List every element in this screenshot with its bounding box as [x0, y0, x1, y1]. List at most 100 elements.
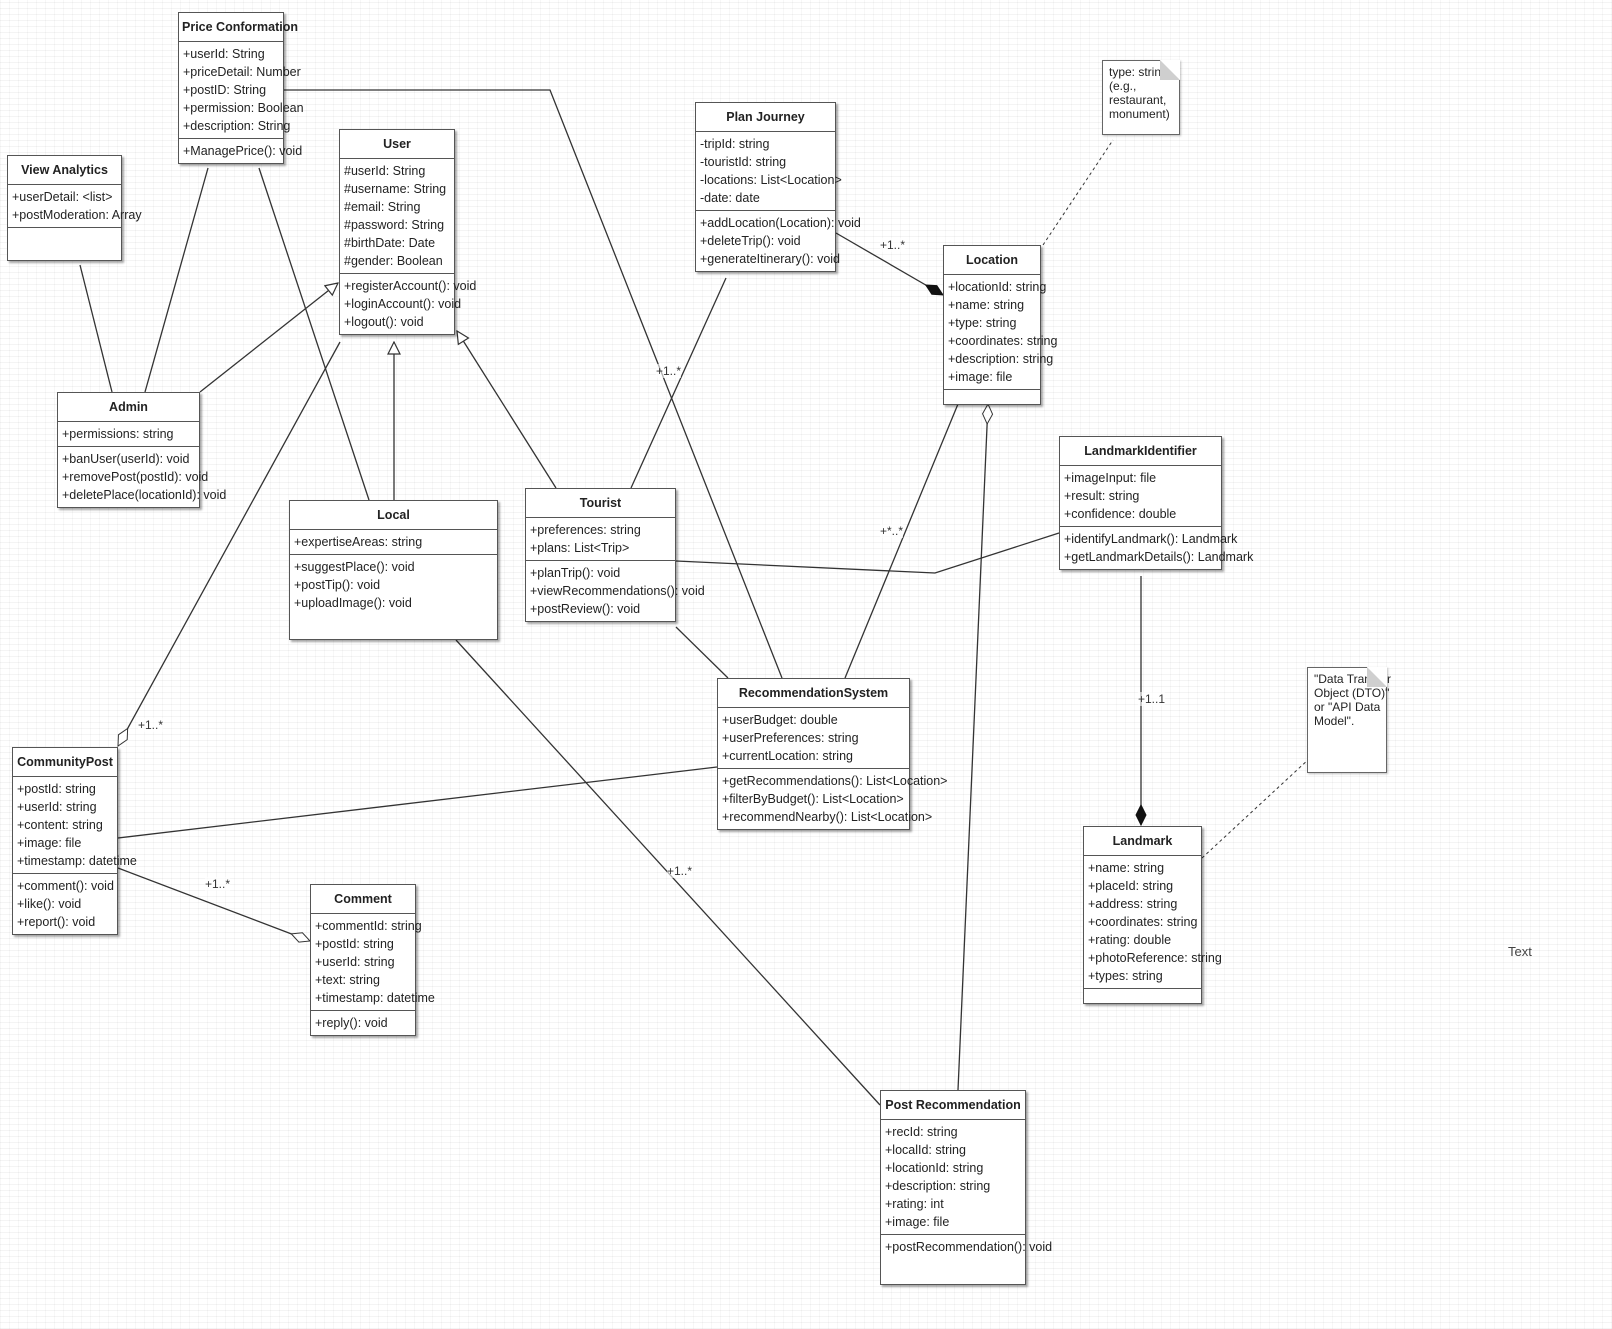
operation: +removePost(postId): void	[62, 470, 209, 484]
class-plan-journey[interactable]: Plan Journey -tripId: string -touristId:…	[695, 102, 861, 272]
attribute: +preferences: string	[530, 523, 641, 537]
class-view-analytics[interactable]: View Analytics +userDetail: <list> +post…	[7, 155, 142, 261]
operation: +deleteTrip(): void	[700, 234, 801, 248]
class-recommendation-system[interactable]: RecommendationSystem +userBudget: double…	[717, 678, 947, 830]
attribute: +postID: String	[183, 83, 267, 97]
multiplicity-local-postrecommendation: +1..*	[667, 864, 693, 878]
association-tourist-recommendationsystem[interactable]	[675, 626, 729, 679]
attribute: +content: string	[17, 818, 103, 832]
association-planjourney-tourist[interactable]	[630, 277, 727, 489]
note-line: Object (DTO)"	[1314, 686, 1390, 700]
aggregation-location-postrecommendation[interactable]	[957, 404, 988, 1091]
operations-section: +comment(): void +like(): void +report()…	[13, 874, 117, 934]
note-line: Model".	[1314, 714, 1355, 728]
attribute: -touristId: string	[700, 155, 787, 169]
class-name: Price Conformation	[179, 13, 298, 42]
attribute: +permissions: string	[62, 427, 174, 441]
class-location[interactable]: Location +locationId: string +name: stri…	[943, 245, 1057, 405]
attribute: +image: file	[948, 370, 1013, 384]
operation: +comment(): void	[17, 879, 114, 893]
class-price-conformation[interactable]: Price Conformation +userId: String +pric…	[178, 12, 304, 164]
operation: +uploadImage(): void	[294, 596, 412, 610]
attribute: +userBudget: double	[722, 713, 838, 727]
class-name: Comment	[311, 885, 415, 914]
note-location-type[interactable]: type: string (e.g., restaurant, monument…	[1102, 60, 1180, 135]
attributes-section: +userDetail: <list> +postModeration: Arr…	[8, 185, 142, 228]
class-local[interactable]: Local +expertiseAreas: string +suggestPl…	[289, 500, 498, 640]
class-name: User	[340, 130, 454, 159]
operation: +postRecommendation(): void	[885, 1240, 1053, 1254]
generalization-tourist-user[interactable]	[457, 331, 557, 489]
note-link-landmark-dtonote[interactable]	[1201, 757, 1311, 859]
attribute: #birthDate: Date	[344, 236, 436, 250]
aggregation-user-communitypost[interactable]	[117, 341, 341, 746]
operation: +planTrip(): void	[530, 566, 621, 580]
aggregation-communitypost-comment[interactable]	[117, 867, 310, 941]
attribute: +confidence: double	[1064, 507, 1177, 521]
operation: +generateItinerary(): void	[700, 252, 841, 266]
class-name: Tourist	[526, 489, 675, 518]
operation: +identifyLandmark(): Landmark	[1064, 532, 1238, 546]
attribute: +userPreferences: string	[722, 731, 859, 745]
operations-section	[8, 228, 121, 260]
class-community-post[interactable]: CommunityPost +postId: string +userId: s…	[12, 747, 137, 935]
class-user[interactable]: User #userId: String #username: String #…	[339, 129, 476, 335]
attribute: +userId: string	[17, 800, 97, 814]
operations-section: +planTrip(): void +viewRecommendations()…	[526, 561, 705, 621]
attribute: +placeId: string	[1088, 879, 1174, 893]
class-landmark[interactable]: Landmark +name: string +placeId: string …	[1083, 826, 1222, 1004]
class-comment[interactable]: Comment +commentId: string +postId: stri…	[310, 884, 435, 1036]
operation: +addLocation(Location): void	[700, 216, 861, 230]
class-name: Plan Journey	[696, 103, 835, 132]
attribute: #gender: Boolean	[344, 254, 443, 268]
attribute: +commentId: string	[315, 919, 422, 933]
association-priceconformation-admin[interactable]	[144, 167, 209, 393]
operation: +postReview(): void	[530, 602, 641, 616]
attribute: +rating: int	[885, 1197, 944, 1211]
class-post-recommendation[interactable]: Post Recommendation +recId: string +loca…	[880, 1090, 1053, 1285]
association-communitypost-recommendationsystem[interactable]	[117, 766, 718, 839]
association-priceconformation-local[interactable]	[258, 167, 370, 501]
operation: +loginAccount(): void	[344, 297, 462, 311]
operation: +like(): void	[17, 897, 82, 911]
class-name: RecommendationSystem	[718, 679, 909, 708]
attribute: +permission: Boolean	[183, 101, 304, 115]
note-link-location-typenote[interactable]	[1042, 139, 1114, 246]
multiplicity-user-communitypost: +1..*	[138, 718, 164, 732]
note-line: (e.g.,	[1109, 79, 1137, 93]
attribute: +coordinates: string	[1088, 915, 1198, 929]
attribute: #username: String	[344, 182, 447, 196]
attribute: +userDetail: <list>	[12, 190, 113, 204]
note-line: or "API Data	[1314, 700, 1381, 714]
attributes-section: +imageInput: file +result: string +confi…	[1060, 466, 1221, 527]
attributes-section: +locationId: string +name: string +type:…	[944, 275, 1057, 390]
attribute: +priceDetail: Number	[183, 65, 301, 79]
class-admin[interactable]: Admin +permissions: string +banUser(user…	[57, 392, 226, 508]
note-dto[interactable]: "Data Transfer Object (DTO)" or "API Dat…	[1307, 667, 1391, 773]
class-name: LandmarkIdentifier	[1060, 437, 1221, 466]
attribute: +recId: string	[885, 1125, 958, 1139]
attribute: +description: String	[183, 119, 291, 133]
class-tourist[interactable]: Tourist +preferences: string +plans: Lis…	[525, 488, 705, 622]
association-location-recommendationsystem[interactable]	[844, 403, 959, 679]
attribute: +description: string	[885, 1179, 991, 1193]
association-priceconformation-recommendationsystem[interactable]	[284, 89, 783, 679]
attribute: -date: date	[700, 191, 760, 205]
attribute: +text: string	[315, 973, 380, 987]
attribute: -locations: List<Location>	[700, 173, 842, 187]
association-viewanalytics-admin[interactable]	[79, 264, 113, 393]
operations-section: +ManagePrice(): void	[179, 139, 302, 163]
composition-planjourney-location[interactable]	[835, 232, 943, 296]
multiplicity-planjourney-location: +1..*	[880, 238, 906, 252]
operations-section: +addLocation(Location): void +deleteTrip…	[696, 211, 861, 271]
attributes-section: +recId: string +localId: string +locatio…	[881, 1120, 1025, 1235]
class-landmark-identifier[interactable]: LandmarkIdentifier +imageInput: file +re…	[1059, 436, 1253, 570]
association-tourist-landmarkidentifier[interactable]	[675, 532, 1060, 574]
attribute: +photoReference: string	[1088, 951, 1222, 965]
attribute: #email: String	[344, 200, 421, 214]
generalization-admin-user[interactable]	[199, 283, 338, 393]
note-line: restaurant,	[1109, 93, 1167, 107]
attribute: +timestamp: datetime	[17, 854, 137, 868]
operation: +filterByBudget(): List<Location>	[722, 792, 904, 806]
attribute: +timestamp: datetime	[315, 991, 435, 1005]
